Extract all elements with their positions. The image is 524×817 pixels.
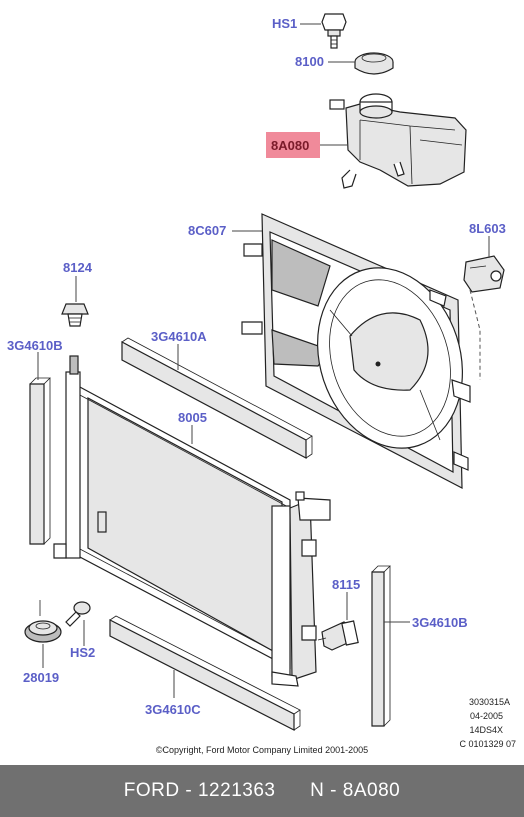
bolt-hs1-drawing — [321, 13, 347, 49]
label-8115: 8115 — [332, 577, 360, 592]
footer-brand-part-number: FORD - 1221363 — [123, 780, 276, 801]
seal-3g4610b-right-drawing — [371, 565, 391, 727]
label-3g4610b-right: 3G4610B — [412, 615, 468, 630]
meta-code-1: 3030315A — [469, 697, 510, 707]
label-3g4610a: 3G4610A — [151, 329, 207, 344]
seal-3g4610b-left-drawing — [29, 377, 51, 545]
resistor-8l603-drawing — [463, 255, 505, 293]
cap-8124-drawing — [61, 303, 89, 327]
copyright-text: ©Copyright, Ford Motor Company Limited 2… — [156, 745, 368, 755]
label-8100: 8100 — [295, 54, 324, 69]
seal-3g4610c-drawing — [109, 615, 301, 731]
label-hs2: HS2 — [70, 645, 95, 660]
seal-3g4610a-drawing — [121, 337, 313, 459]
meta-code-4: C 0101329 07 — [459, 739, 516, 749]
expansion-tank-8a080-drawing — [329, 93, 467, 189]
label-3g4610b-left: 3G4610B — [7, 338, 63, 353]
footer-reference-code: N - 8A080 — [310, 780, 401, 801]
highlight-box-8a080 — [266, 132, 320, 158]
label-8a080: 8A080 — [271, 138, 309, 153]
radiator-8005-drawing — [53, 355, 331, 687]
cap-8100-drawing — [354, 52, 394, 75]
grommet-28019-drawing — [24, 600, 62, 643]
label-8l603: 8L603 — [469, 221, 506, 236]
drain-plug-8115-drawing — [317, 620, 359, 651]
footer-bar: FORD - 1221363 N - 8A080 — [0, 765, 524, 817]
label-8124: 8124 — [63, 260, 93, 275]
screw-hs2-drawing — [65, 601, 91, 627]
label-8c607: 8C607 — [188, 223, 226, 238]
parts-diagram: HS1 8100 8A080 — [7, 13, 516, 755]
label-28019: 28019 — [23, 670, 59, 685]
fan-shroud-8c607-drawing — [241, 213, 471, 489]
label-8005: 8005 — [178, 410, 207, 425]
meta-code-2: 04-2005 — [470, 711, 503, 721]
meta-code-3: 14DS4X — [469, 725, 503, 735]
label-hs1: HS1 — [272, 16, 297, 31]
label-3g4610c: 3G4610C — [145, 702, 201, 717]
